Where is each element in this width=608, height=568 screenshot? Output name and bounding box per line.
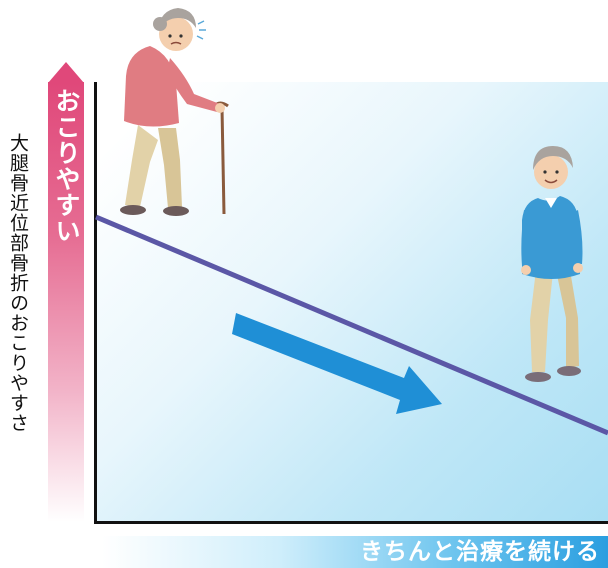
x-axis [94, 521, 608, 524]
trend-arrow-icon [232, 313, 442, 414]
trend-line [95, 214, 608, 436]
elderly-woman-walking-upright-icon [521, 146, 583, 382]
y-axis-banner-label: おこりやすい [52, 88, 81, 244]
y-arrow-up-icon [48, 62, 84, 83]
x-axis-banner [102, 536, 608, 568]
x-axis-banner-label: きちんと治療を続ける [360, 539, 600, 565]
plot-area [97, 82, 608, 522]
y-axis-banner [48, 82, 84, 522]
elderly-woman-with-cane-icon [120, 8, 229, 216]
y-axis-title: 大腿骨近位部骨折のおこりやすさ [7, 133, 29, 433]
y-axis [94, 82, 97, 524]
